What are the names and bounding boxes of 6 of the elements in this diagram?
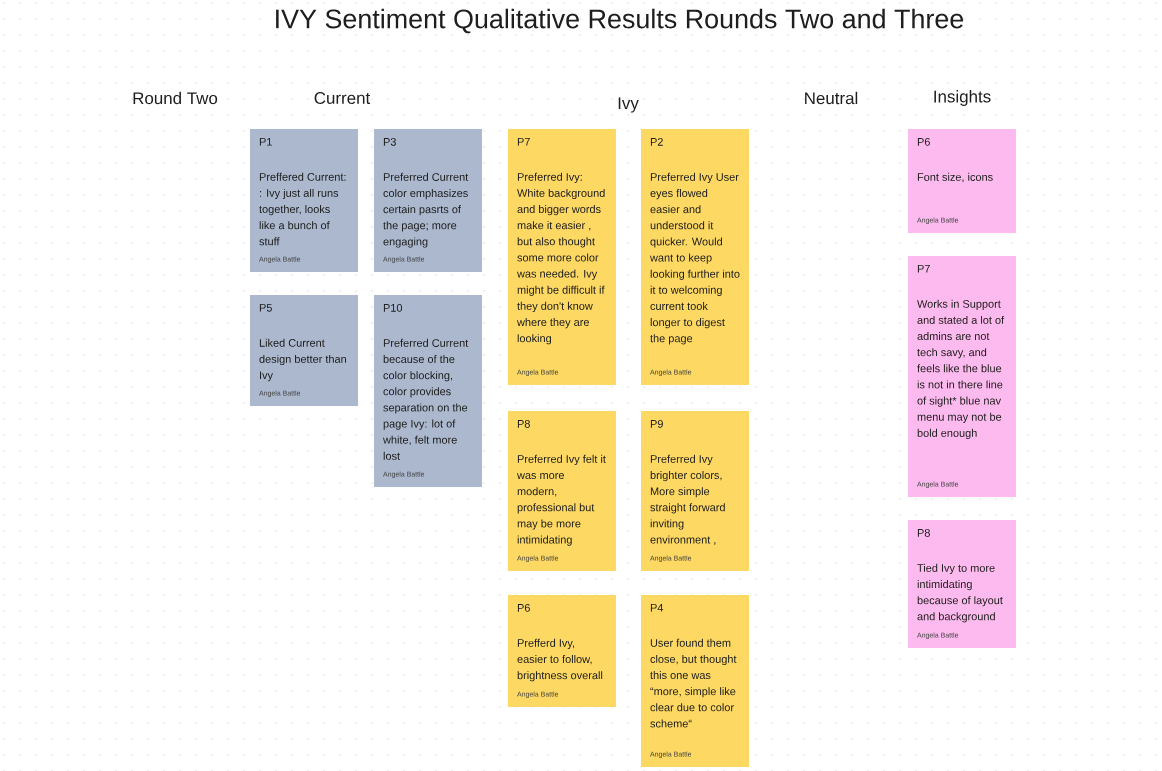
column-heading: Ivy <box>618 97 639 113</box>
title: IVY Sentiment Qualitative Results Rounds Two and Three <box>276 8 964 34</box>
column-heading: Round Two <box>133 91 218 105</box>
column-heading: Current <box>314 92 371 104</box>
column-heading: Insights <box>934 90 991 106</box>
column-heading: Neutral <box>805 91 858 105</box>
